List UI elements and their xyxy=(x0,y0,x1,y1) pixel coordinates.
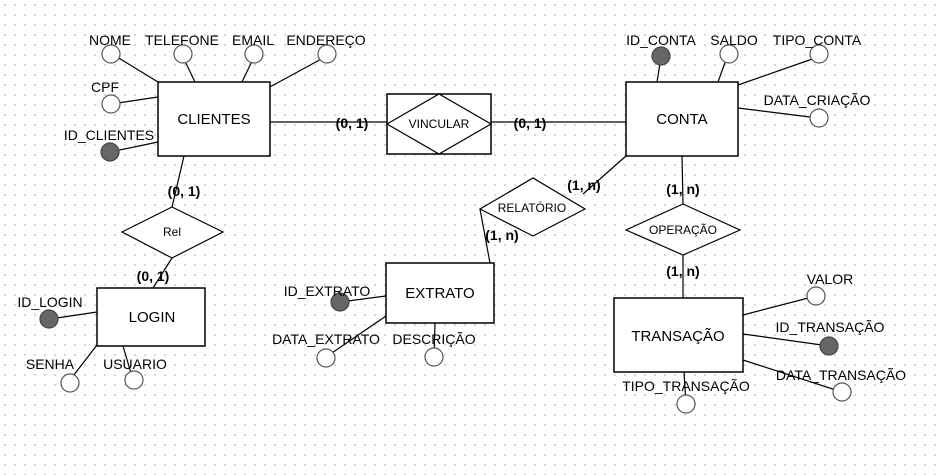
attr-tipo-conta-circle[interactable] xyxy=(809,44,829,64)
line-data-transacao xyxy=(742,359,843,393)
line-valor xyxy=(742,295,817,316)
attr-data-extrato-circle[interactable] xyxy=(316,348,336,368)
line-conta-relatorio xyxy=(582,155,627,195)
attr-email-circle[interactable] xyxy=(244,44,264,64)
attr-senha-circle[interactable] xyxy=(60,373,80,393)
cardinality-relatorio-extrato: (1, n) xyxy=(485,227,518,243)
line-data-criacao xyxy=(737,107,819,119)
relationship-vincular-label: VINCULAR xyxy=(409,117,470,131)
attr-id-transacao-label: ID_TRANSAÇÃO xyxy=(776,319,885,335)
entity-clientes[interactable]: CLIENTES xyxy=(157,81,271,157)
entity-conta-label: CONTA xyxy=(656,111,707,128)
attr-id-clientes-label: ID_CLIENTES xyxy=(64,127,154,143)
entity-extrato[interactable]: EXTRATO xyxy=(385,262,495,324)
entity-transacao-label: TRANSAÇÃO xyxy=(631,328,724,345)
attr-usuario-label: USUARIO xyxy=(103,356,167,372)
attribute-labels: NOME TELEFONE EMAIL ENDEREÇO CPF ID_CLIE… xyxy=(17,32,906,394)
attr-saldo-label: SALDO xyxy=(710,32,758,48)
attr-id-login-label: ID_LOGIN xyxy=(17,294,82,310)
attr-tipo-conta-label: TIPO_CONTA xyxy=(773,32,862,48)
cardinality-operacao-transacao: (1, n) xyxy=(666,263,699,279)
attr-nome-circle[interactable] xyxy=(101,44,121,64)
line-nome xyxy=(116,56,159,83)
attr-id-transacao-key-circle[interactable] xyxy=(819,336,839,356)
cardinality-conta-relatorio: (1, n) xyxy=(567,177,600,193)
cardinality-labels: (0, 1) (0, 1) (0, 1) (0, 1) (1, n) (1, n… xyxy=(137,115,700,284)
attr-saldo-circle[interactable] xyxy=(719,44,739,64)
attr-id-conta-key-circle[interactable] xyxy=(651,46,671,66)
attr-id-conta-label: ID_CONTA xyxy=(626,32,696,48)
attr-id-extrato-key-circle[interactable] xyxy=(330,292,350,312)
cardinality-conta-operacao: (1, n) xyxy=(666,181,699,197)
attr-valor-label: VALOR xyxy=(807,271,853,287)
attr-cpf-circle[interactable] xyxy=(101,94,121,114)
relationship-relatorio-label: RELATÓRIO xyxy=(498,200,566,215)
entity-login-label: LOGIN xyxy=(129,309,176,326)
attr-data-transacao-label: DATA_TRANSAÇÃO xyxy=(776,367,906,383)
attr-telefone-label: TELEFONE xyxy=(145,32,219,48)
relationship-operacao[interactable]: OPERAÇÃO xyxy=(624,203,742,256)
line-rel-login xyxy=(152,257,173,289)
relationship-operacao-label: OPERAÇÃO xyxy=(649,223,717,237)
attr-senha-label: SENHA xyxy=(26,356,75,372)
cardinality-clientes-vincular: (0, 1) xyxy=(336,115,369,131)
attr-usuario-circle[interactable] xyxy=(124,370,144,390)
attribute-circles xyxy=(39,44,852,414)
attr-cpf-label: CPF xyxy=(91,79,119,95)
relationship-rel[interactable]: Rel xyxy=(120,206,225,259)
attr-tipo-transacao-label: TIPO_TRANSAÇÃO xyxy=(622,378,750,394)
entity-login[interactable]: LOGIN xyxy=(96,287,206,347)
attr-email-label: EMAIL xyxy=(232,32,274,48)
entity-transacao[interactable]: TRANSAÇÃO xyxy=(613,297,744,373)
line-tipo-conta xyxy=(737,56,819,86)
attr-data-criacao-circle[interactable] xyxy=(809,108,829,128)
attr-endereco-circle[interactable] xyxy=(317,44,337,64)
cardinality-clientes-rel: (0, 1) xyxy=(168,183,201,199)
attr-descricao-circle[interactable] xyxy=(424,347,444,367)
attr-descricao-label: DESCRIÇÃO xyxy=(392,331,475,347)
entity-clientes-label: CLIENTES xyxy=(177,111,250,128)
cardinality-vincular-conta: (0, 1) xyxy=(514,115,547,131)
attr-id-clientes-key-circle[interactable] xyxy=(100,142,120,162)
attr-id-login-key-circle[interactable] xyxy=(39,309,59,329)
attr-nome-label: NOME xyxy=(89,32,131,48)
line-id-transacao xyxy=(742,333,830,347)
relationship-relatorio[interactable]: RELATÓRIO xyxy=(478,177,587,237)
line-endereco xyxy=(267,56,326,89)
entity-extrato-label: EXTRATO xyxy=(405,285,474,302)
line-senha xyxy=(69,344,98,381)
relationship-vincular[interactable]: VINCULAR xyxy=(385,93,493,155)
attr-data-criacao-label: DATA_CRIAÇÃO xyxy=(764,92,871,108)
relationship-rel-label: Rel xyxy=(163,225,181,239)
attr-valor-circle[interactable] xyxy=(806,286,826,306)
attr-data-transacao-circle[interactable] xyxy=(832,382,852,402)
line-relatorio-extrato xyxy=(479,208,491,264)
attr-telefone-circle[interactable] xyxy=(173,44,193,64)
line-data-extrato xyxy=(325,315,387,358)
attr-tipo-transacao-circle[interactable] xyxy=(676,394,696,414)
line-conta-operacao xyxy=(681,155,684,205)
attr-id-extrato-label: ID_EXTRATO xyxy=(284,283,371,299)
line-clientes-rel xyxy=(171,155,185,208)
attr-data-extrato-label: DATA_EXTRATO xyxy=(272,331,380,347)
entity-conta[interactable]: CONTA xyxy=(625,81,739,157)
cardinality-rel-login: (0, 1) xyxy=(137,268,170,284)
attr-endereco-label: ENDEREÇO xyxy=(286,32,365,48)
